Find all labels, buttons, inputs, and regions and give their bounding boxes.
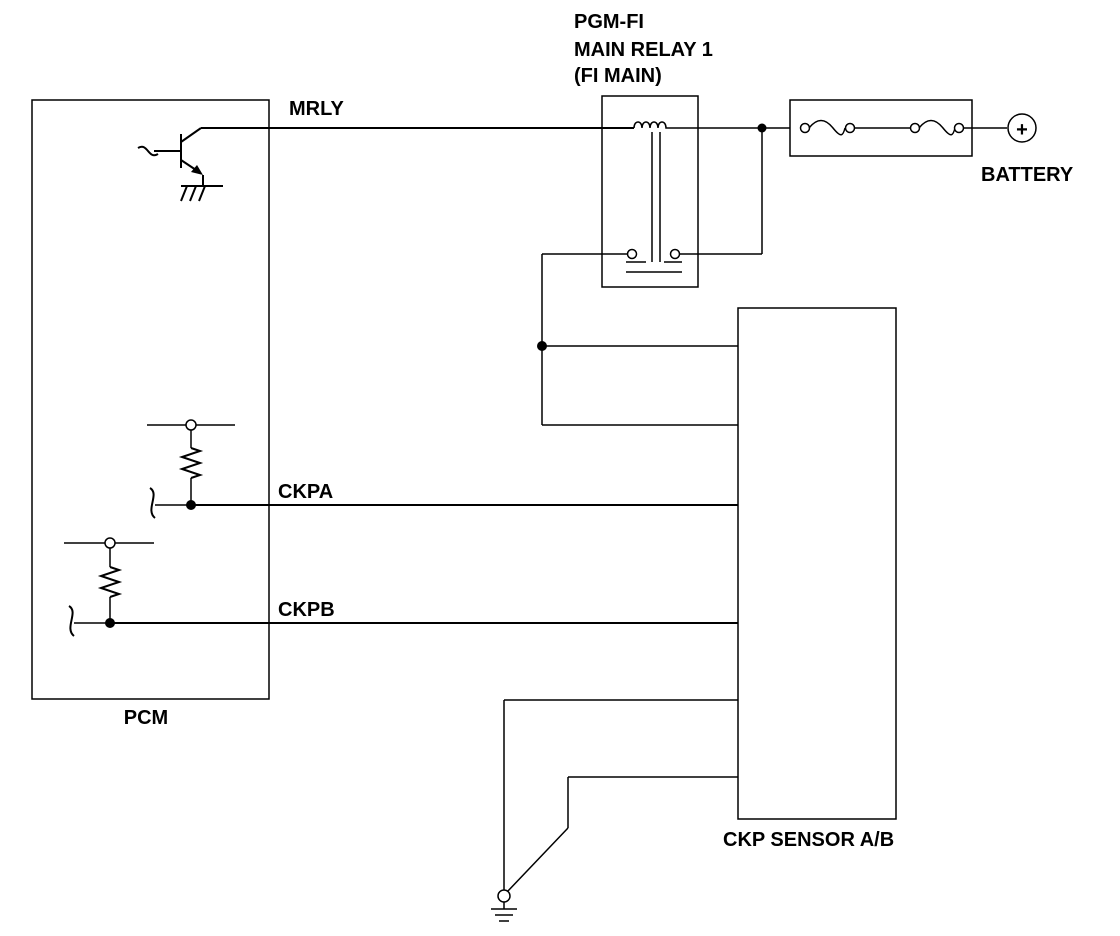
sensor-ground-wires xyxy=(503,699,738,893)
ground-icon xyxy=(491,889,517,922)
sensor-power-wire xyxy=(541,253,738,426)
battery-plus-symbol: + xyxy=(1016,119,1028,141)
relay-title-line-1: PGM-FI xyxy=(574,11,644,33)
fuse-1 xyxy=(799,119,856,136)
battery-label: BATTERY xyxy=(981,164,1074,186)
ckpa-wire-label: CKPA xyxy=(278,481,333,503)
relay-coil-symbol xyxy=(633,121,670,262)
fuse-2 xyxy=(909,119,965,136)
sensor-power-junction xyxy=(537,341,547,351)
relay-title-line-2: MAIN RELAY 1 xyxy=(574,39,713,61)
pcm-box xyxy=(31,99,270,700)
ckpb-junction xyxy=(105,618,115,628)
battery-feed-junction xyxy=(757,123,767,133)
ckpa-junction xyxy=(186,500,196,510)
ckp-sensor-box xyxy=(737,307,897,820)
ckp-sensor-label: CKP SENSOR A/B xyxy=(723,829,894,851)
battery-terminal-icon xyxy=(1007,113,1037,143)
relay-title-line-3: (FI MAIN) xyxy=(574,65,662,87)
relay-switch-contacts xyxy=(626,248,682,273)
pcm-driver-transistor xyxy=(137,127,223,202)
ckpb-pullup-resistor xyxy=(64,537,154,637)
pcm-label: PCM xyxy=(124,707,168,729)
ckpb-wire-label: CKPB xyxy=(278,599,335,621)
main-relay-box xyxy=(601,95,699,288)
mrly-wire-label: MRLY xyxy=(289,98,344,120)
